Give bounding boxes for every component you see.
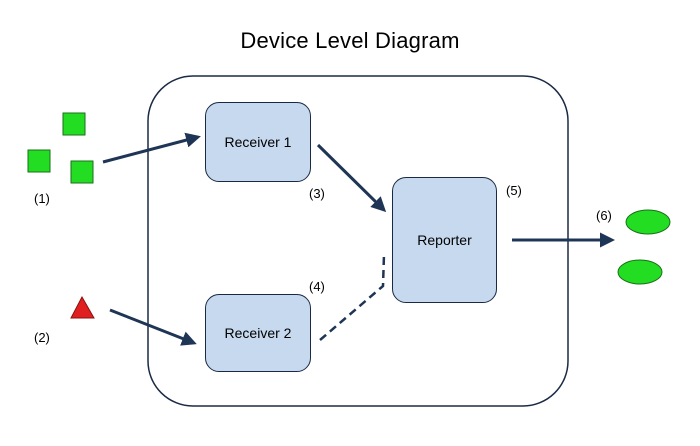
label-3: (3): [309, 186, 325, 201]
dashed-link-receiver2-to-reporter: [319, 253, 386, 341]
label-2: (2): [34, 330, 50, 345]
reporter-box: Reporter: [392, 177, 497, 303]
receiver-1-label: Receiver 1: [224, 134, 292, 150]
diagram-title: Device Level Diagram: [240, 28, 460, 53]
label-5: (5): [506, 183, 522, 198]
arrow-input1-to-receiver1: [102, 132, 201, 164]
reporter-label: Reporter: [417, 232, 472, 248]
green-square-input: [70, 160, 94, 184]
arrow-receiver1-to-reporter: [316, 143, 387, 213]
receiver-2-label: Receiver 2: [224, 325, 292, 341]
receiver-2-box: Receiver 2: [205, 294, 311, 372]
red-triangle-input: [70, 295, 95, 319]
receiver-1-box: Receiver 1: [205, 102, 311, 182]
label-1: (1): [34, 191, 50, 206]
green-square-input: [27, 149, 51, 173]
green-ellipse-output: [617, 259, 663, 285]
green-ellipse-output: [625, 209, 671, 235]
green-square-input: [62, 112, 86, 136]
label-4: (4): [309, 279, 325, 294]
label-6: (6): [596, 208, 612, 223]
arrow-input2-to-receiver2: [109, 308, 197, 346]
